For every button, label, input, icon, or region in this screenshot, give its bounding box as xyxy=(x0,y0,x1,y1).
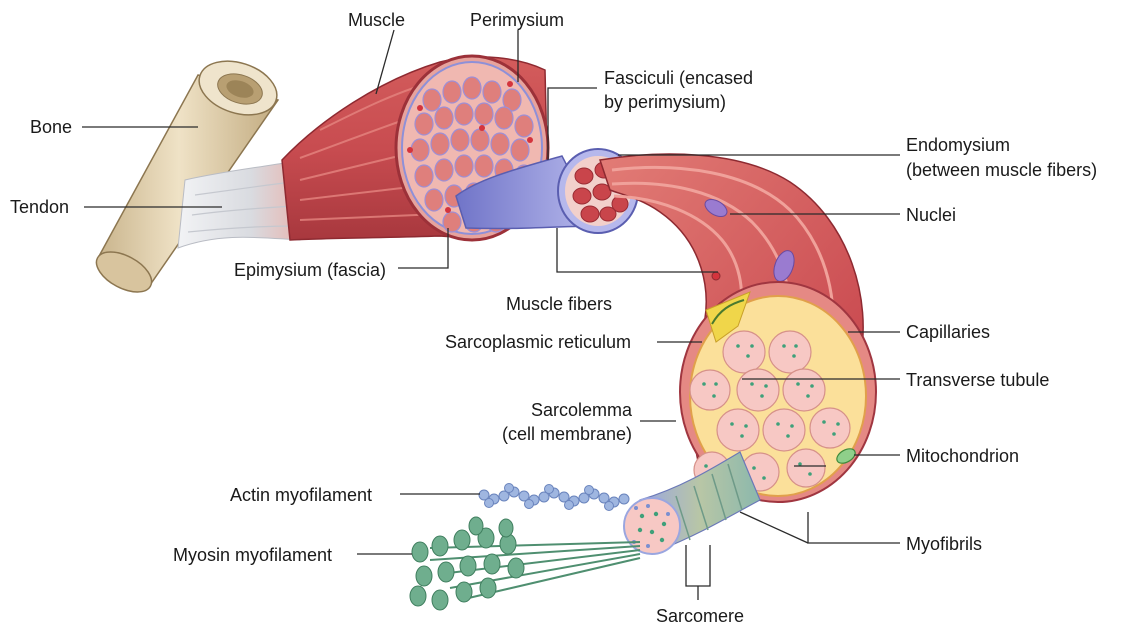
myosin-filament xyxy=(410,517,640,610)
label-myosin-myofilament: Myosin myofilament xyxy=(173,543,332,567)
label-muscle-fibers: Muscle fibers xyxy=(506,292,612,316)
label-tendon: Tendon xyxy=(10,195,69,219)
label-nuclei: Nuclei xyxy=(906,203,956,227)
fiber-cross-section xyxy=(680,282,876,502)
label-sarcomere: Sarcomere xyxy=(630,604,770,628)
label-actin-myofilament: Actin myofilament xyxy=(230,483,372,507)
label-muscle: Muscle xyxy=(348,8,405,32)
myofibril xyxy=(624,452,760,554)
label-transverse-tubule: Transverse tubule xyxy=(906,368,1049,392)
label-sarcoplasmic-reticulum: Sarcoplasmic reticulum xyxy=(445,330,631,354)
label-perimysium: Perimysium xyxy=(470,8,564,32)
actin-filament xyxy=(479,484,629,511)
label-bone: Bone xyxy=(30,115,72,139)
label-capillaries: Capillaries xyxy=(906,320,990,344)
label-endomysium-line1: Endomysium xyxy=(906,133,1010,157)
label-sarcolemma-line2: (cell membrane) xyxy=(460,422,632,446)
label-fasciculi-line1: Fasciculi (encased xyxy=(604,66,753,90)
label-epimysium: Epimysium (fascia) xyxy=(234,258,386,282)
label-mitochondrion: Mitochondrion xyxy=(906,444,1019,468)
label-endomysium-line2: (between muscle fibers) xyxy=(906,158,1097,182)
label-fasciculi-line2: by perimysium) xyxy=(604,90,726,114)
label-myofibrils: Myofibrils xyxy=(906,532,982,556)
label-sarcolemma-line1: Sarcolemma xyxy=(460,398,632,422)
